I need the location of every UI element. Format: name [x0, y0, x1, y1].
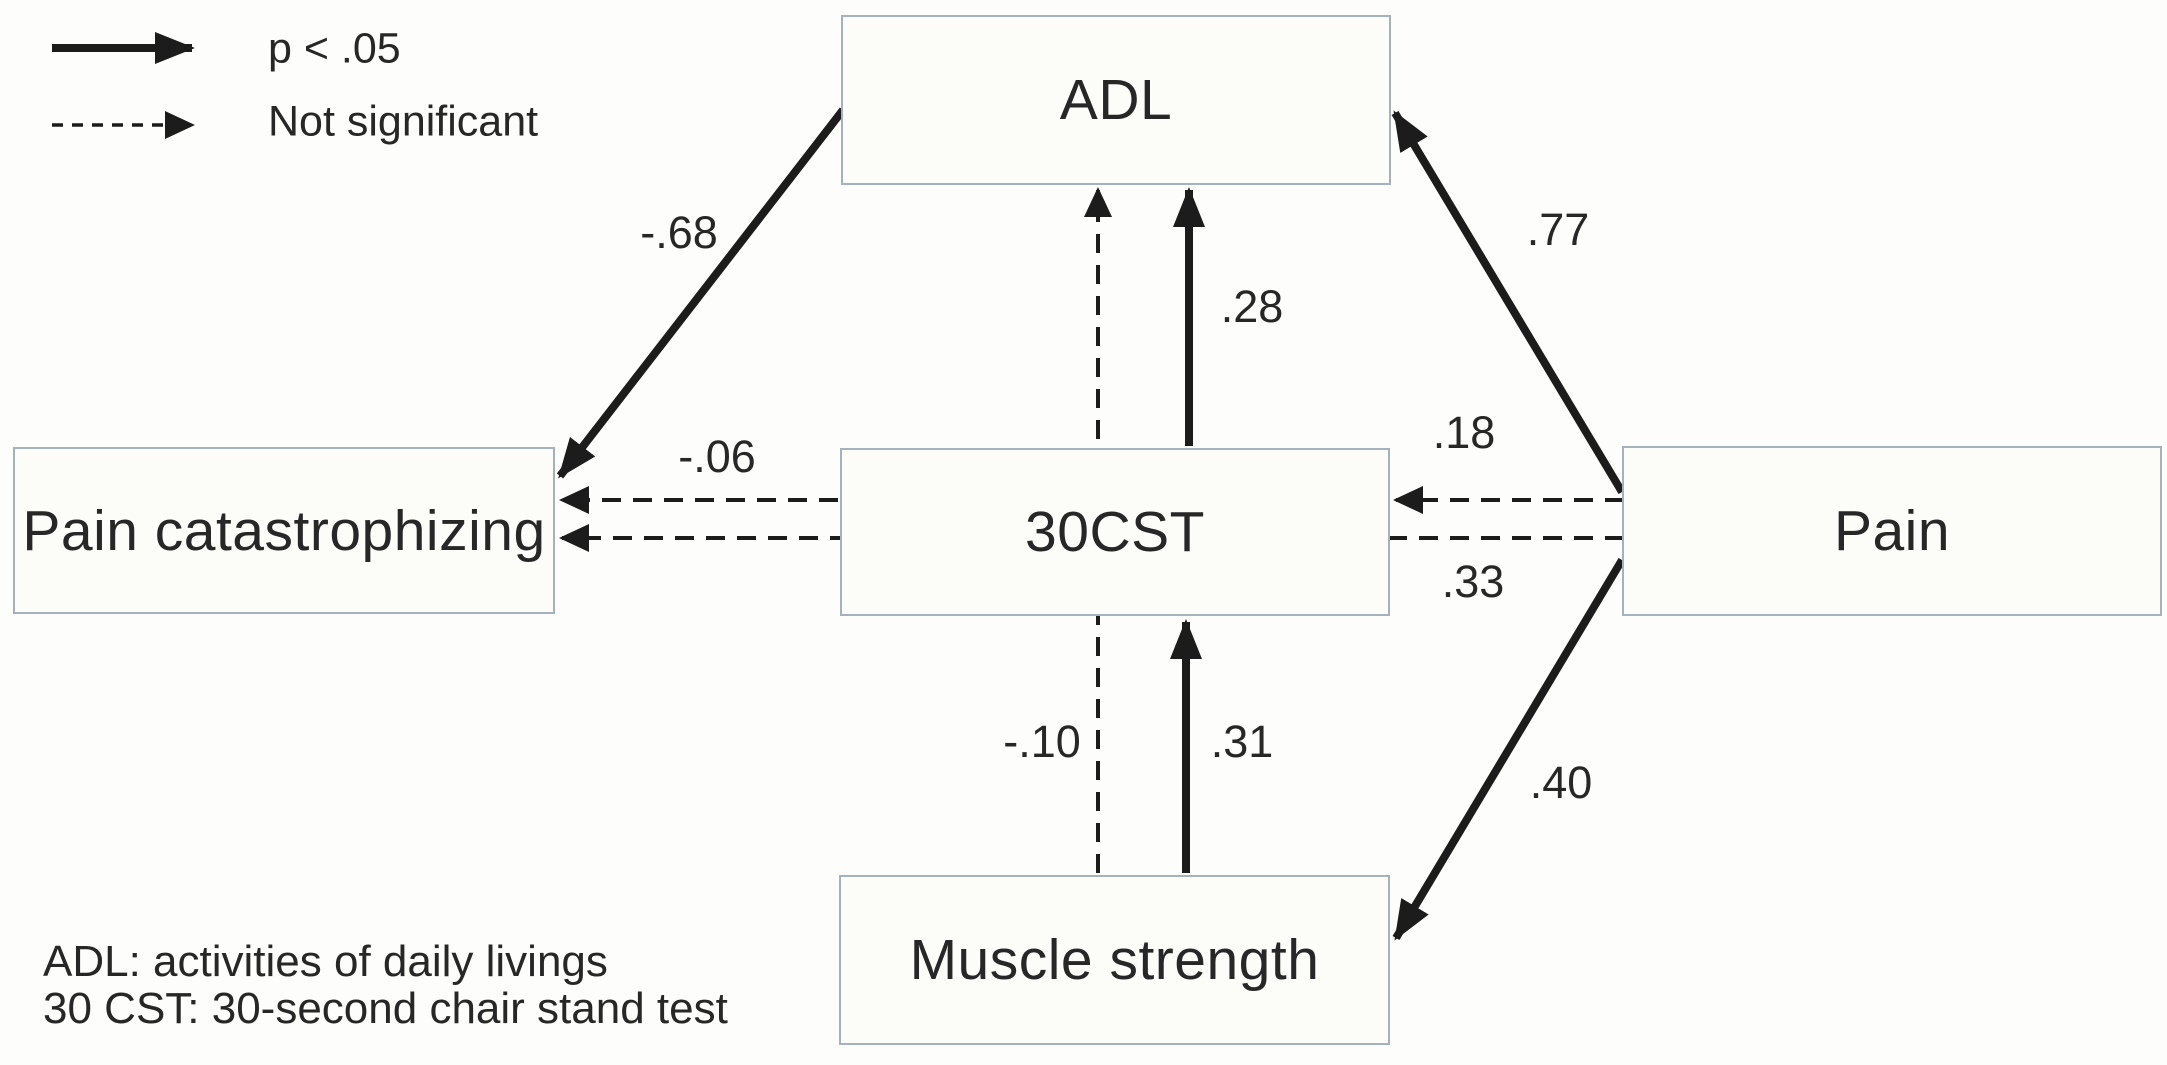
node-adl-label: ADL — [1059, 68, 1173, 132]
coef-pain-to-adl: .77 — [1526, 204, 1590, 255]
coef-cst-to-pain-catastrophizing: -.06 — [678, 431, 756, 482]
coef-adl-to-pain-catastrophizing: -.68 — [640, 207, 718, 258]
node-muscle-strength-label: Muscle strength — [909, 928, 1320, 992]
coef-pain-to-pain-catastrophizing: .33 — [1441, 556, 1505, 607]
coef-muscle-strength-to-cst: .31 — [1210, 716, 1274, 767]
edge-pain-to-muscle-strength — [1392, 557, 1626, 941]
coef-cst-to-adl: .28 — [1220, 281, 1284, 332]
node-cst-label: 30CST — [1025, 500, 1205, 564]
edge-pain-to-adl — [1391, 110, 1626, 495]
coef-pain-to-cst: .18 — [1432, 407, 1496, 458]
node-pain-label: Pain — [1833, 499, 1951, 563]
legend-significant-label: p < .05 — [268, 24, 401, 73]
coef-muscle-strength-to-adl: -.10 — [1003, 716, 1081, 767]
footnote-adl: ADL: activities of daily livings — [43, 937, 608, 986]
node-pain-catastrophizing-label: Pain catastrophizing — [22, 498, 546, 563]
node-cst: 30CST — [840, 448, 1390, 616]
node-pain-catastrophizing: Pain catastrophizing — [13, 447, 555, 614]
node-pain: Pain — [1622, 446, 2162, 616]
legend-not-significant-label: Not significant — [268, 97, 539, 146]
edge-adl-to-pain-catastrophizing — [556, 107, 847, 479]
node-adl: ADL — [841, 15, 1391, 185]
node-muscle-strength: Muscle strength — [839, 875, 1390, 1045]
coef-pain-to-muscle-strength: .40 — [1529, 757, 1593, 808]
footnote-cst: 30 CST: 30-second chair stand test — [43, 984, 728, 1033]
footnotes: ADL: activities of daily livings 30 CST:… — [43, 938, 728, 1032]
